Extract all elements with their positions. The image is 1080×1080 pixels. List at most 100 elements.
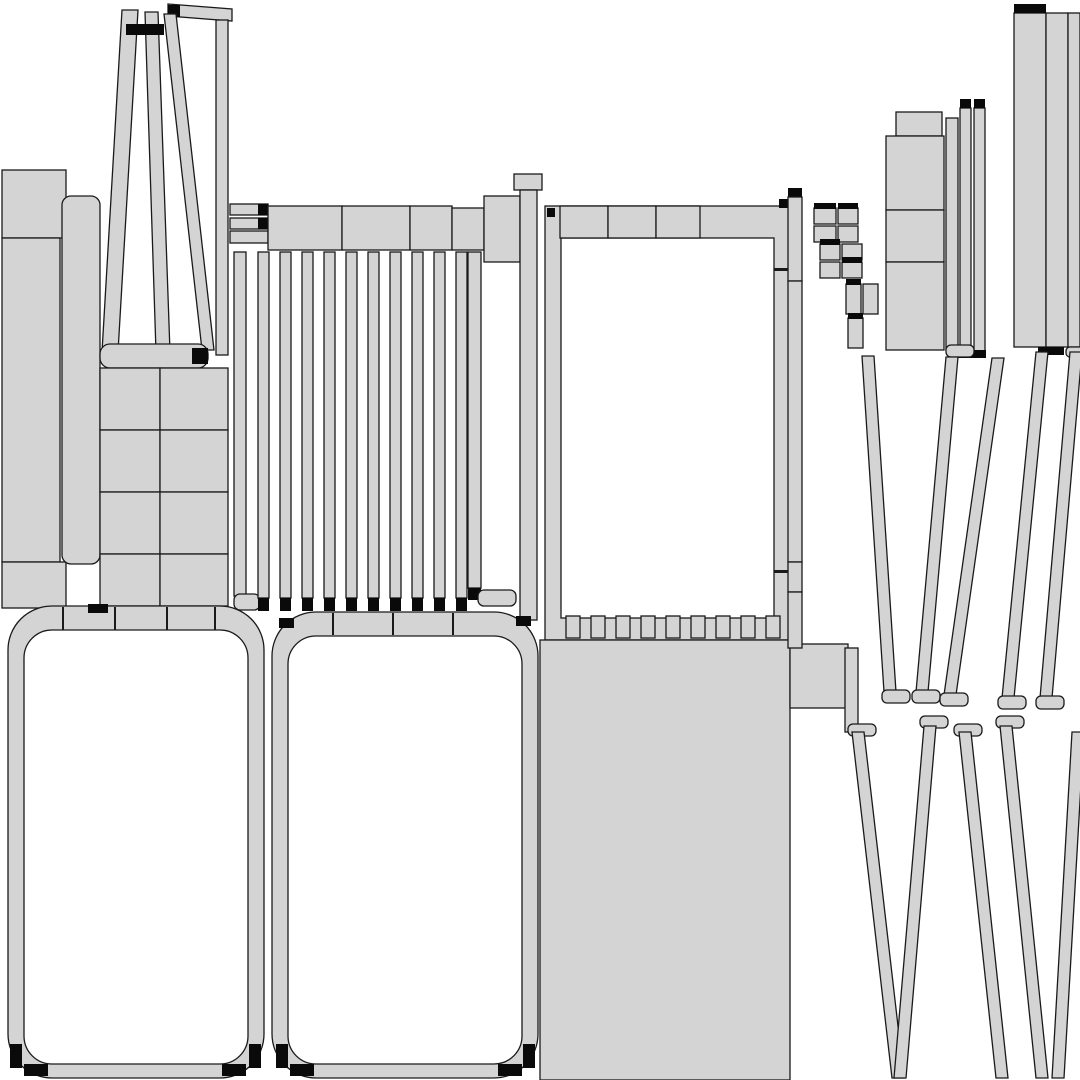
rung-cap-9 — [434, 598, 445, 611]
phone1-band-div-1 — [62, 607, 64, 630]
frame-top-seg-2 — [607, 205, 657, 239]
cluster-block-1 — [813, 207, 837, 225]
frame-corner-tl-black — [547, 208, 555, 217]
tooth-3 — [615, 615, 631, 639]
grid-cell-3 — [99, 429, 161, 493]
thin-strip-seg-2 — [787, 280, 803, 563]
phone2-corner-bl-2 — [290, 1064, 314, 1076]
frame-right-div-2 — [774, 570, 790, 573]
column-seg-3 — [885, 261, 945, 351]
ladder-header-3 — [409, 205, 453, 251]
ladder-stack-strip-3 — [229, 230, 269, 244]
rung-cap-3 — [302, 598, 313, 611]
cluster-block-5 — [819, 243, 841, 261]
phone1-corner-br-1 — [249, 1044, 261, 1068]
big-block-side — [789, 643, 849, 709]
cluster-tall-cap-1 — [846, 279, 861, 285]
column-narrow — [945, 117, 959, 351]
rung-1 — [257, 251, 270, 599]
right-slab-cap — [1014, 4, 1046, 13]
column-seg-2 — [885, 209, 945, 263]
grid-cell-2 — [159, 367, 229, 431]
column-seg-1 — [885, 135, 945, 211]
phone2-band-div-3 — [452, 613, 454, 635]
rung-left-hook — [233, 593, 261, 611]
left-panel-mid — [1, 237, 61, 563]
cluster-cap-1 — [814, 203, 836, 209]
cluster-tall-3 — [847, 317, 864, 349]
rung-8 — [411, 251, 424, 599]
tooth-7 — [715, 615, 731, 639]
tooth-8 — [740, 615, 756, 639]
frame-right-div-1 — [774, 268, 790, 271]
phone1-band-div-3 — [166, 607, 168, 630]
cluster-tall-cap-3 — [848, 313, 863, 319]
phone2-band-div-1 — [332, 613, 334, 635]
thin-strip-cap — [788, 188, 802, 197]
phone2-tl-black — [279, 618, 294, 628]
rung-9 — [433, 251, 446, 599]
rung-cap-7 — [390, 598, 401, 611]
diag-upper-hook-1 — [881, 689, 911, 704]
ladder-right-strip-cap — [513, 173, 543, 191]
diag-upper-hook-2 — [911, 689, 941, 704]
diag-lower-4 — [999, 725, 1049, 1079]
rung-4 — [323, 251, 336, 599]
right-slab-2 — [1045, 12, 1069, 348]
thin-strip-seg-3 — [787, 561, 803, 593]
cluster-block-7 — [819, 261, 841, 279]
phone1-inner — [23, 629, 249, 1065]
tooth-4 — [640, 615, 656, 639]
cluster-block-2 — [837, 207, 859, 225]
tooth-5 — [665, 615, 681, 639]
cluster-tall-1 — [845, 283, 862, 315]
frame-top-seg-3 — [655, 205, 701, 239]
twin-strip-cap-2 — [974, 99, 985, 108]
ladder-right-strip — [519, 189, 538, 621]
ladder-stack-black-2 — [258, 218, 268, 229]
tooth-2 — [590, 615, 606, 639]
column-top — [895, 111, 943, 137]
phone1-band-div-4 — [214, 607, 216, 630]
rung-6 — [367, 251, 380, 599]
phone1-corner-bl-1 — [10, 1044, 22, 1068]
cluster-cap-2 — [838, 203, 858, 209]
ladder-stack-black-1 — [258, 204, 268, 215]
cluster-block-8 — [841, 261, 863, 279]
tooth-9 — [765, 615, 781, 639]
ladder-header-right-col — [483, 195, 521, 263]
frame-top-seg-1 — [559, 205, 609, 239]
spire-foot-black — [192, 348, 208, 364]
diag-upper-hook-3 — [939, 692, 969, 707]
rung-cap-6 — [368, 598, 379, 611]
grid-cell-8 — [159, 553, 229, 607]
diag-upper-hook-4 — [997, 695, 1027, 710]
left-tall-strip — [61, 195, 101, 565]
side-vertical-strip — [844, 647, 859, 733]
twin-strip-cap-1 — [960, 99, 971, 108]
left-panel-top — [1, 169, 67, 239]
rung-10 — [455, 251, 468, 599]
phone2-corner-br-2 — [498, 1064, 522, 1076]
diag-lower-3 — [958, 731, 1009, 1079]
left-panel-bottom — [1, 561, 67, 609]
ladder-header-2 — [341, 205, 411, 251]
rung-right-hook — [477, 589, 517, 607]
phone2-corner-br-1 — [523, 1044, 535, 1068]
rung-5 — [345, 251, 358, 599]
grid-cell-4 — [159, 429, 229, 493]
frame-inner — [560, 237, 775, 619]
spire-vertical-strip — [215, 19, 229, 356]
rung-3 — [301, 251, 314, 599]
cluster-tall-2 — [862, 283, 879, 315]
thin-strip-seg-4 — [787, 591, 803, 649]
rung-cap-4 — [324, 598, 335, 611]
cluster-cap-5 — [820, 239, 840, 245]
right-slab-1 — [1013, 12, 1047, 348]
diag-upper-top-hook-2 — [945, 344, 975, 358]
phone1-corner-br-2 — [222, 1064, 246, 1076]
right-slab-3 — [1067, 12, 1080, 348]
phone2-inner — [287, 635, 523, 1065]
